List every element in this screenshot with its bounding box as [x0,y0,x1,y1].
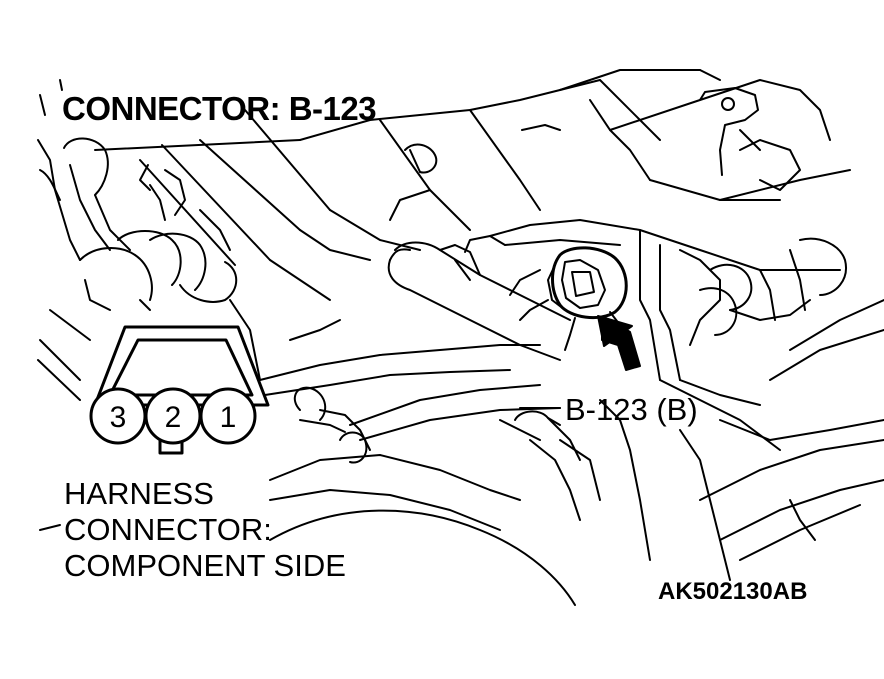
pin-2-label: 2 [165,401,182,434]
caption-line-3: COMPONENT SIDE [64,548,346,583]
lower-piping [214,299,884,581]
pin-3-label: 3 [110,401,127,434]
radiator-hose [387,219,841,361]
left-edge-lines [37,309,91,401]
reference-code: AK502130AB [658,578,808,605]
harness-connector-face: 3 2 1 [89,325,270,455]
caption-line-1: HARNESS [64,476,214,511]
pin-1-label: 1 [220,401,237,434]
caption-line-2: CONNECTOR: [64,512,272,547]
right-components [639,229,884,451]
caption-leader-line [39,524,61,531]
left-harness [37,79,238,311]
diagram-title: CONNECTOR: B-123 [62,90,377,127]
mounting-bracket [699,87,761,176]
connector-callout-label: B-123 (B) [565,392,698,427]
pin-1-circle [199,387,257,445]
engine-block-lines [94,69,851,301]
connector-b123-scene [509,246,628,351]
lower-contour [269,509,576,606]
pointer-arrow [597,315,641,371]
